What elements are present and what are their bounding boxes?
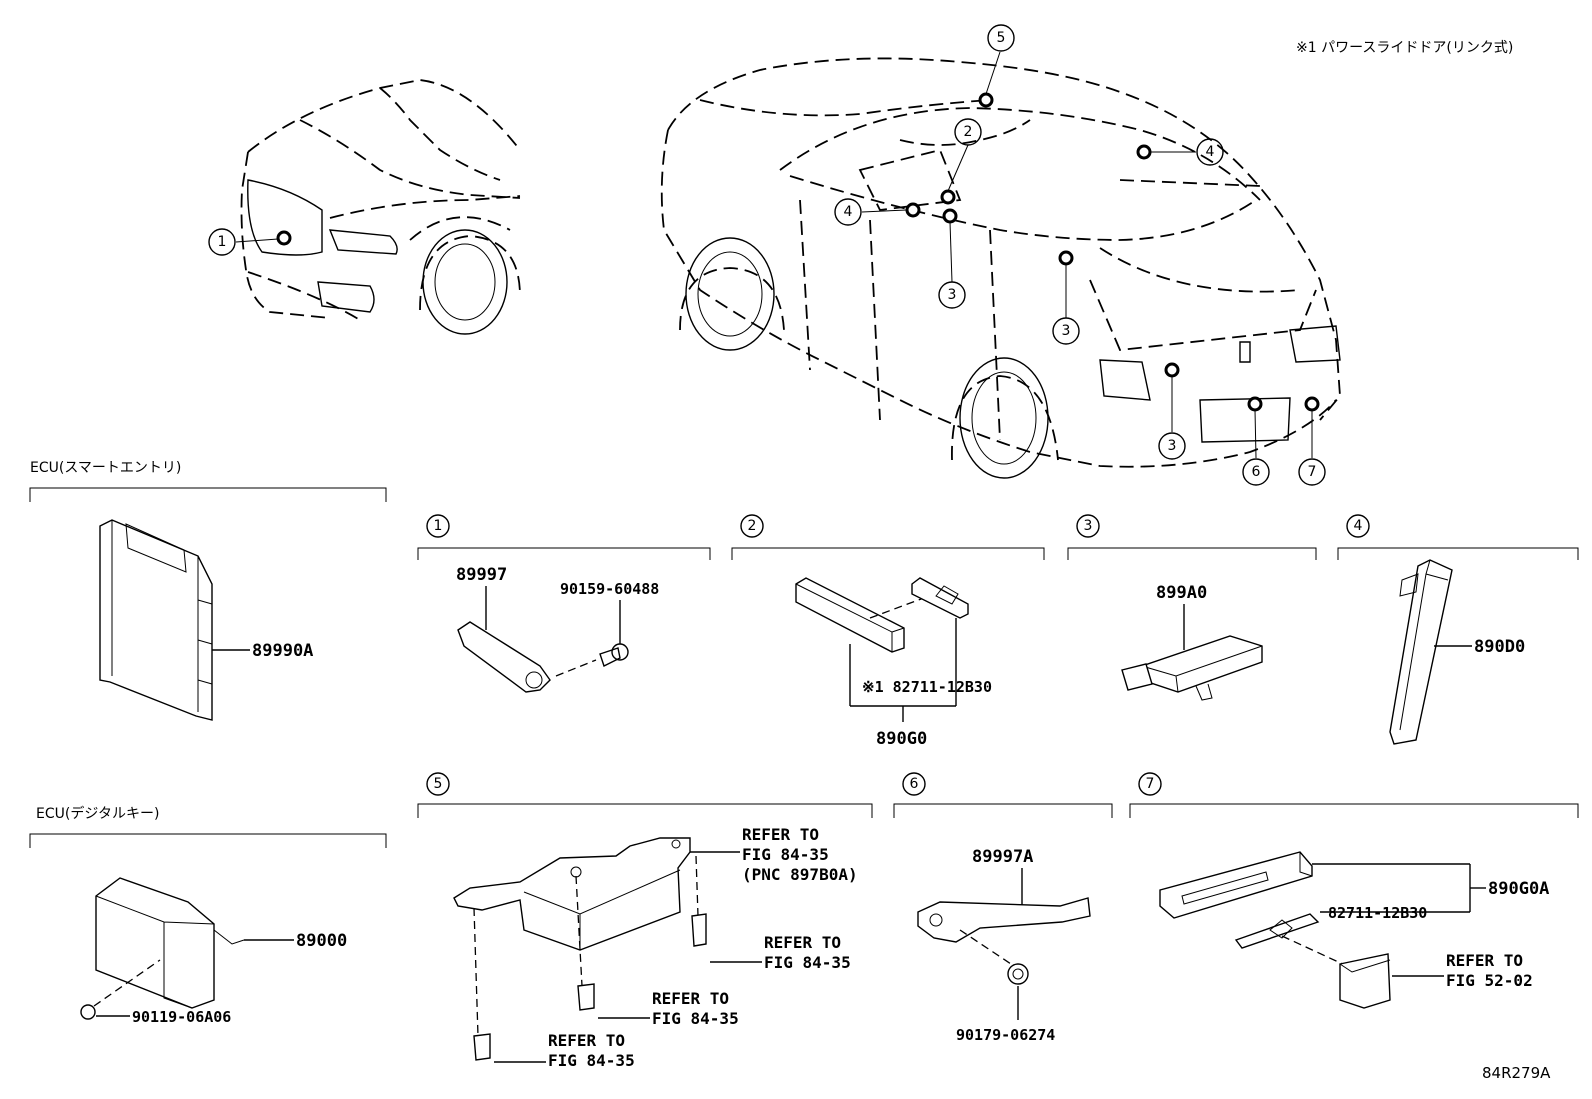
rear-car-illustration [660,57,1341,479]
section-5: 5 REFER TO FIG 84-35 (PNC 897B0A) REFER … [417,772,873,1070]
callout-3-a: 3 [938,281,966,309]
location-markers [276,92,1320,412]
callout-7: 7 [1298,458,1326,486]
svg-text:7: 7 [1308,464,1317,480]
ecu-smart-entry-group: ECU(スマートエントリ) 89990A [29,460,387,721]
part-82711-12B30: 82711-12B30 [1328,904,1427,922]
svg-text:3: 3 [1084,518,1093,534]
svg-text:6: 6 [910,776,919,792]
svg-text:2: 2 [964,124,973,140]
part-899A0: 899A0 [1156,583,1207,603]
part-89990A: 89990A [252,641,313,661]
callout-4-left: 4 [834,198,862,226]
callout-3-b: 3 [1052,317,1080,345]
svg-text:5: 5 [997,30,1006,46]
ref-a-line1: REFER TO [764,933,841,952]
svg-text:1: 1 [434,518,443,534]
section-6: 6 89997A 90179-06274 [893,772,1113,1044]
ref-fig-52-02-line2: FIG 52-02 [1446,971,1533,990]
part-89000: 89000 [296,931,347,951]
ref-a-line2: FIG 84-35 [764,953,851,972]
ecu-digital-key-title: ECU(デジタルキー) [36,805,160,822]
part-890G0A: 890G0A [1488,879,1549,899]
callout-2: 2 [954,118,982,146]
ecu-digital-key-group: ECU(デジタルキー) 89000 90119-06A06 [29,805,387,1026]
part-89997: 89997 [456,565,507,585]
svg-text:4: 4 [1206,144,1215,160]
svg-text:4: 4 [1354,518,1363,534]
ref-b-line1: REFER TO [652,989,729,1008]
ref-top-line2: FIG 84-35 [742,845,829,864]
svg-text:2: 2 [748,518,757,534]
svg-text:7: 7 [1146,776,1155,792]
part-90179-06274: 90179-06274 [956,1026,1055,1044]
svg-text:1: 1 [218,234,227,250]
section-4: 4 890D0 [1337,514,1579,745]
callout-1: 1 [208,228,236,256]
header-note: ※1 パワースライドドア(リンク式) [1296,40,1513,56]
part-890D0: 890D0 [1474,637,1525,657]
figure-code: 84R279A [1482,1064,1551,1082]
section-2: 2 ※1 82711-12B30 890G0 [731,514,1045,749]
callout-6: 6 [1242,458,1270,486]
ref-top-line3: (PNC 897B0A) [742,865,858,884]
part-89997A: 89997A [972,847,1033,867]
ecu-smart-entry-title: ECU(スマートエントリ) [30,460,181,476]
front-car-illustration [240,79,521,335]
part-90159-60488: 90159-60488 [560,580,659,598]
ref-top-line1: REFER TO [742,825,819,844]
svg-text:3: 3 [948,287,957,303]
part-82711-12B30-note: ※1 82711-12B30 [862,678,992,696]
section-3: 3 899A0 [1067,514,1317,701]
ref-c-line1: REFER TO [548,1031,625,1050]
svg-text:4: 4 [844,204,853,220]
svg-text:6: 6 [1252,464,1261,480]
svg-text:3: 3 [1168,438,1177,454]
section-1: 1 89997 90159-60488 [417,514,711,693]
callout-5: 5 [987,24,1015,52]
section-7: 7 890G0A 82711-12B30 REFER TO FIG 52-02 [1129,772,1579,1009]
part-90119-06A06: 90119-06A06 [132,1008,231,1026]
callout-leaders [235,51,1313,459]
ref-c-line2: FIG 84-35 [548,1051,635,1070]
ref-b-line2: FIG 84-35 [652,1009,739,1028]
part-890G0: 890G0 [876,729,927,749]
callout-4-right: 4 [1196,138,1224,166]
svg-text:5: 5 [434,776,443,792]
ref-fig-52-02-line1: REFER TO [1446,951,1523,970]
svg-text:3: 3 [1062,323,1071,339]
callout-3-c: 3 [1158,432,1186,460]
